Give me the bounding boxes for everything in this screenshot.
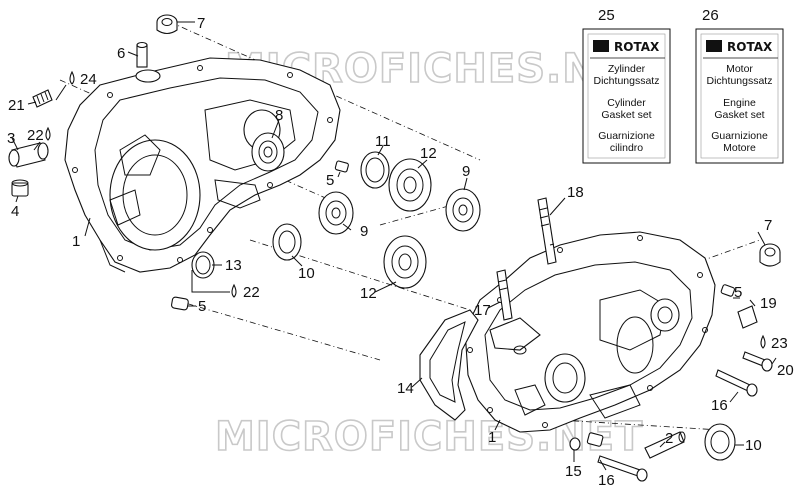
- leader-lines: [11, 21, 777, 471]
- callout-24: 24: [80, 71, 97, 88]
- callout-13: 13: [225, 257, 242, 274]
- part-screw-20: [742, 351, 773, 372]
- crankcase-right-half: [464, 231, 716, 433]
- callout-20: 20: [777, 362, 794, 379]
- part-bearing-12-upper: [388, 158, 432, 212]
- part-plate-19: [737, 305, 758, 329]
- card-25-line-2: Dichtungssatz: [594, 75, 660, 87]
- callout-17: 17: [474, 302, 491, 319]
- callout-22-center: 22: [243, 284, 260, 301]
- card-number-26: 26: [702, 7, 719, 24]
- card-26-line-3: Engine: [723, 97, 756, 109]
- part-seal-10-right: [704, 423, 736, 461]
- card-26-line-2: Dichtungssatz: [707, 75, 773, 87]
- callout-16-bottom: 16: [598, 472, 615, 489]
- part-dowel-sleeve-7-top: [156, 14, 178, 35]
- callout-19: 19: [760, 295, 777, 312]
- brand-25: ROTAX: [614, 40, 660, 54]
- callout-7-top: 7: [197, 15, 205, 32]
- callout-10-right: 10: [745, 437, 762, 454]
- part-sleeve-4: [11, 179, 29, 197]
- part-bearing-8: [251, 132, 285, 172]
- card-25-line-4: Gasket set: [601, 109, 651, 121]
- card-26-line-4: Gasket set: [714, 109, 764, 121]
- card-25-line-5: Guarnizione: [598, 130, 655, 142]
- card-26-line-1: Motor: [726, 63, 753, 75]
- callout-22-left: 22: [27, 127, 44, 144]
- callout-4: 4: [11, 203, 19, 220]
- watermark-bottom: MICROFICHES.NET: [215, 414, 643, 460]
- callout-7-right: 7: [764, 217, 772, 234]
- callout-23: 23: [771, 335, 788, 352]
- part-gasket-14: [419, 309, 479, 421]
- card-number-25: 25: [598, 7, 615, 24]
- callout-18: 18: [567, 184, 584, 201]
- card-25-line-6: cilindro: [610, 142, 643, 154]
- callout-5-right: 5: [734, 284, 742, 301]
- part-bearing-9-right: [445, 188, 481, 232]
- part-screw-16-bottom: [597, 455, 648, 482]
- callout-9-right: 9: [462, 163, 470, 180]
- callout-11: 11: [375, 133, 391, 150]
- callout-12-lower: 12: [360, 285, 377, 302]
- gasket-card-25: 25 ROTAX Zylinder Dichtungssatz Cylinder…: [582, 7, 671, 164]
- callout-2: 2: [665, 430, 673, 447]
- drop-icon-23: [760, 334, 766, 349]
- callout-12-upper: 12: [420, 145, 437, 162]
- callout-14: 14: [397, 380, 414, 397]
- part-dowel-sleeve-7-right: [759, 243, 781, 267]
- part-stud-17: [496, 269, 513, 321]
- brand-26: ROTAX: [727, 40, 773, 54]
- part-pin-5-bottom: [586, 432, 604, 447]
- callout-16-right: 16: [711, 397, 728, 414]
- callout-10-left: 10: [298, 265, 315, 282]
- callout-15: 15: [565, 463, 582, 480]
- part-pin-2: [644, 431, 686, 459]
- part-screw-plug-21: [32, 89, 53, 108]
- callout-8: 8: [275, 107, 283, 124]
- part-plug-15: [569, 437, 581, 451]
- rotax-logo-mark-26: [706, 40, 722, 52]
- rotax-logo-mark-25: [593, 40, 609, 52]
- part-pin-5-center: [334, 160, 349, 173]
- callout-labels: 7 6 24 21 3 22 4 8 1 11 12 5 9 9 10 13 2…: [7, 15, 794, 489]
- crankcase-left-half: [64, 57, 341, 273]
- part-seal-11: [360, 151, 390, 189]
- card-26-line-6: Motore: [723, 142, 756, 154]
- callout-9-left: 9: [360, 223, 368, 240]
- part-needle-bearing-3: [8, 142, 49, 168]
- card-25-line-1: Zylinder: [608, 63, 646, 75]
- drop-icon-22-left: [45, 126, 51, 141]
- part-bearing-9-left: [318, 191, 354, 235]
- callout-5-center: 5: [326, 172, 334, 189]
- card-25-line-3: Cylinder: [607, 97, 646, 109]
- part-bearing-12-lower: [383, 235, 427, 289]
- part-seal-10-left: [272, 223, 302, 261]
- part-breather-nipple-6: [136, 41, 148, 68]
- part-stud-18: [537, 197, 557, 265]
- callout-1-right: 1: [488, 429, 496, 446]
- drop-icon-24: [69, 70, 75, 85]
- part-pin-5-lower: [171, 296, 189, 311]
- part-screw-16-right: [715, 369, 758, 397]
- part-pin-5-right: [720, 284, 735, 297]
- part-sleeve-13: [191, 251, 215, 279]
- card-26-line-5: Guarnizione: [711, 130, 768, 142]
- drop-icon-22-center: [231, 283, 237, 298]
- callout-6: 6: [117, 45, 125, 62]
- callout-3: 3: [7, 130, 15, 147]
- callout-21: 21: [8, 97, 25, 114]
- callout-5-lower: 5: [198, 298, 206, 315]
- gasket-card-26: 26 ROTAX Motor Dichtungssatz Engine Gask…: [695, 7, 784, 164]
- callout-1-left: 1: [72, 233, 80, 250]
